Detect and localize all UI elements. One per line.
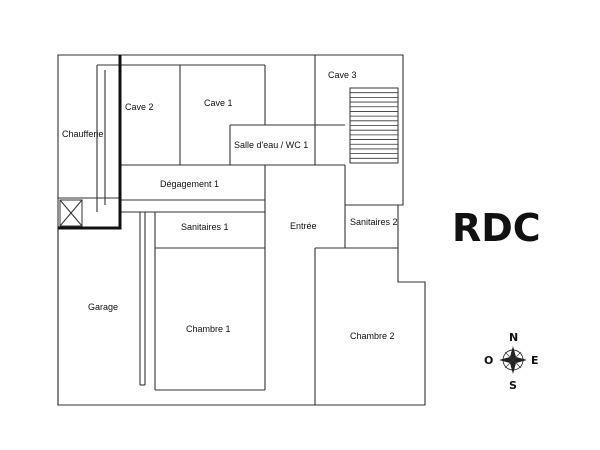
level-title: RDC [452,206,541,250]
label-cave-1: Cave 1 [204,98,233,108]
label-sanitaires-2: Sanitaires 2 [350,217,398,227]
interior-walls [57,55,398,405]
outer-walls [57,54,426,406]
compass-west: O [484,354,493,367]
label-degagement: Dégagement 1 [160,179,219,189]
label-entree: Entrée [290,221,317,231]
label-chaufferie: Chaufferie [62,129,103,139]
shaft-cross-icon [59,199,83,227]
label-cave-3: Cave 3 [328,70,357,80]
label-garage: Garage [88,302,118,312]
label-chambre-2: Chambre 2 [350,331,395,341]
label-salle-eau: Salle d'eau / WC 1 [234,140,308,150]
room-labels: Chaufferie Cave 2 Cave 1 Cave 3 Salle d'… [62,70,398,341]
compass-east: E [531,354,539,367]
staircase-icon [349,87,399,164]
label-sanitaires-1: Sanitaires 1 [181,222,229,232]
compass-north: N [509,331,518,344]
label-chambre-1: Chambre 1 [186,324,231,334]
compass-south: S [509,379,517,392]
label-cave-2: Cave 2 [125,102,154,112]
load-bearing-wall [58,55,122,230]
compass-rose-icon: N S E O [484,331,539,392]
